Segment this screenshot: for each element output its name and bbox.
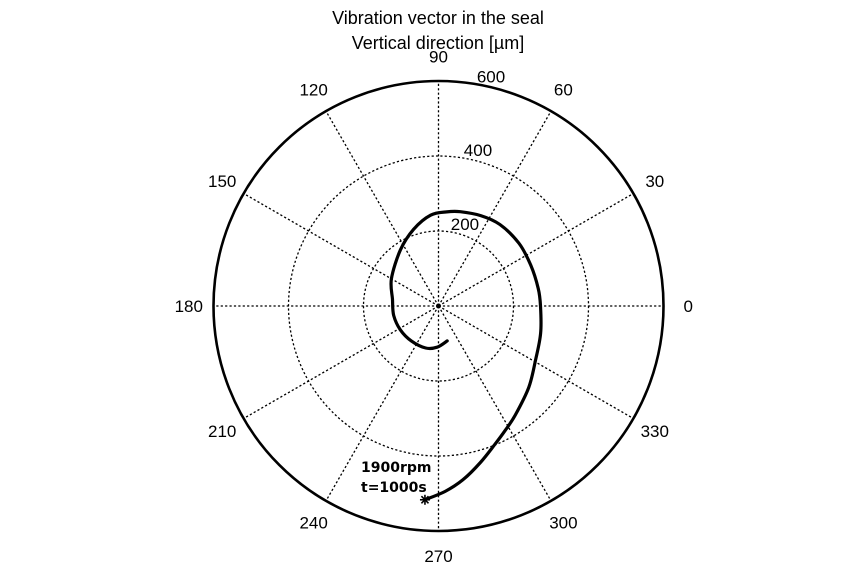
chart-subtitle: Vertical direction [µm] bbox=[351, 33, 525, 53]
spoke-120 bbox=[325, 110, 440, 307]
radial-label-400: 400 bbox=[464, 141, 492, 160]
angle-label-210: 210 bbox=[208, 422, 236, 441]
annotation-rpm: 1900rpm bbox=[361, 460, 431, 476]
end-asterisk-marker bbox=[419, 494, 430, 505]
spoke-300 bbox=[437, 305, 552, 502]
ring-200 bbox=[362, 230, 515, 382]
vibration-trace bbox=[389, 209, 543, 502]
angle-label-240: 240 bbox=[299, 513, 327, 532]
angle-label-300: 300 bbox=[549, 513, 577, 532]
outer-ring bbox=[212, 79, 665, 533]
polar-grid bbox=[212, 79, 665, 533]
angle-label-0: 0 bbox=[684, 297, 693, 316]
angle-label-270: 270 bbox=[424, 547, 452, 566]
angle-label-180: 180 bbox=[175, 297, 203, 316]
spoke-210 bbox=[243, 305, 439, 420]
radial-tick-labels: 200 400 600 bbox=[451, 67, 505, 234]
radial-label-600: 600 bbox=[477, 67, 505, 86]
angle-label-120: 120 bbox=[299, 81, 327, 100]
angle-label-150: 150 bbox=[208, 172, 236, 191]
spoke-30 bbox=[438, 192, 634, 307]
annotation-time: t=1000s bbox=[361, 480, 427, 496]
center-dot bbox=[436, 303, 441, 309]
angle-label-60: 60 bbox=[554, 81, 573, 100]
radial-label-200: 200 bbox=[451, 215, 479, 234]
spoke-150 bbox=[243, 192, 439, 307]
chart-title: Vibration vector in the seal bbox=[332, 8, 544, 28]
angle-labels: 0 30 60 90 120 150 180 210 240 270 300 330 bbox=[175, 47, 693, 566]
ring-400 bbox=[287, 155, 590, 457]
angle-label-90: 90 bbox=[429, 47, 448, 66]
angle-label-330: 330 bbox=[641, 422, 669, 441]
angle-label-30: 30 bbox=[645, 172, 664, 191]
